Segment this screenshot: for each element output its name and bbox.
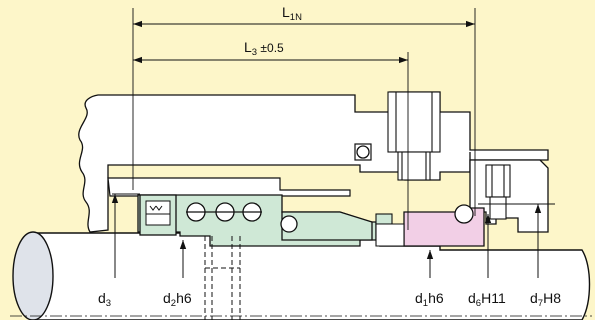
seal-chamber xyxy=(107,177,351,197)
label-d3: d3 xyxy=(98,290,111,309)
seat-step xyxy=(375,223,405,247)
anti-rotation-pin xyxy=(375,213,393,225)
hidden-lines xyxy=(204,236,241,320)
label-d2h6: d2h6 xyxy=(163,290,192,309)
label-l3: L3 ±0.5 xyxy=(244,39,284,58)
threaded-port xyxy=(387,91,441,181)
seat-o-ring xyxy=(454,204,474,224)
label-d7h8: d7H8 xyxy=(530,290,561,309)
gland-bolt xyxy=(485,164,511,220)
housing-o-ring xyxy=(354,143,372,161)
label-d6h11: d6H11 xyxy=(468,290,506,309)
shaft-end-face xyxy=(12,231,54,320)
dim-l3: L3 ±0.5 xyxy=(133,39,409,230)
label-d1h6: d1h6 xyxy=(415,290,444,309)
label-l1n: L1N xyxy=(282,4,302,23)
set-screw-icon xyxy=(145,200,171,226)
leader-lines xyxy=(111,193,555,278)
spring-o-rings xyxy=(186,202,298,233)
dim-l1n: L1N xyxy=(132,4,476,216)
rotating-face-ring xyxy=(281,211,373,241)
